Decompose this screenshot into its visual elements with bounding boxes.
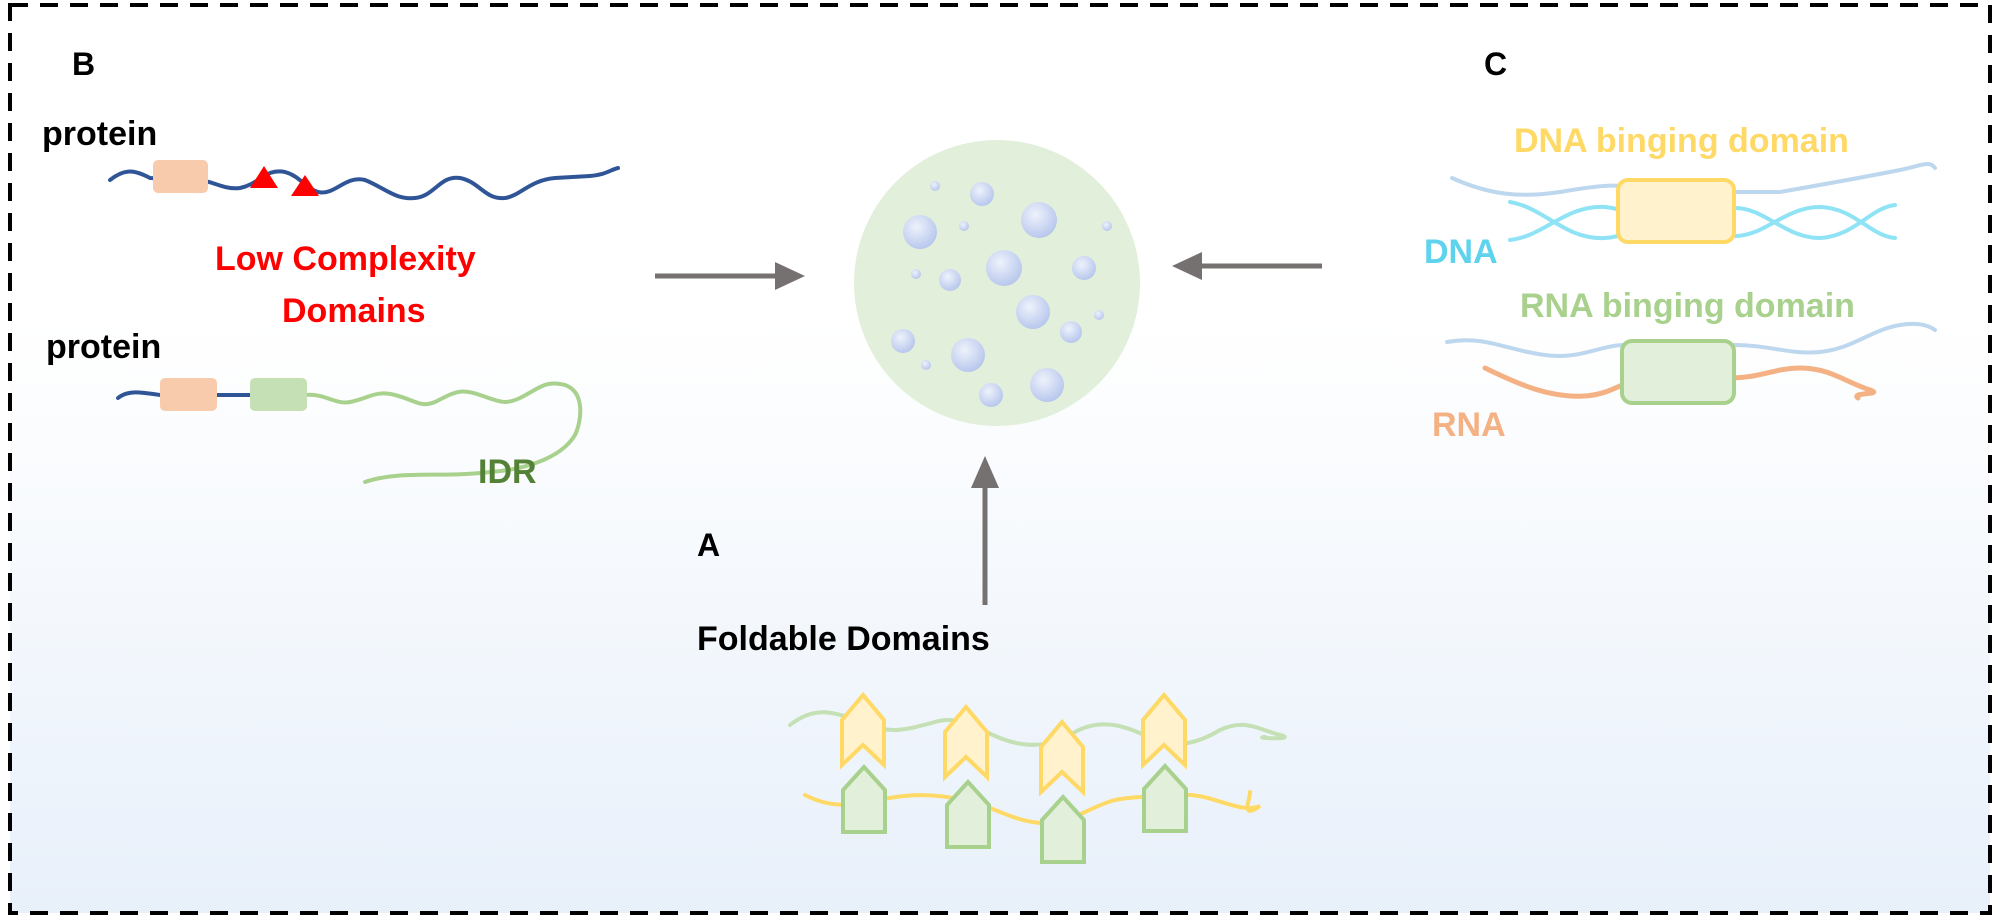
idr-chain [303, 381, 583, 484]
arrow-c-to-droplet [1172, 252, 1322, 280]
panel-a-letter: A [697, 527, 720, 563]
panel-c: C DNA binging domain DNA RNA binging dom… [1424, 46, 1937, 444]
lcd-label-line-2: Domains [282, 292, 426, 330]
motif-triangle-2 [291, 175, 319, 196]
arrow-a-to-droplet [971, 456, 999, 605]
protein-label-top: protein [42, 115, 157, 153]
rna-outer-strand [1445, 321, 1937, 358]
protein-label-bottom: protein [46, 328, 161, 366]
arrow-b-to-droplet [655, 262, 805, 290]
foldable-domains-title: Foldable Domains [697, 620, 990, 658]
dna-binding-domain-label: DNA binging domain [1514, 122, 1849, 160]
panel-c-letter: C [1484, 46, 1507, 82]
motif-triangle-1 [250, 166, 278, 188]
droplet-bubbles [891, 181, 1112, 407]
rna-binding-domain-box [1620, 339, 1736, 405]
panel-a: A Foldable Domains [697, 527, 1287, 864]
foldable-strand-green [788, 710, 1287, 747]
lcd-label-line-1: Low Complexity [215, 240, 476, 278]
panel-b-letter: B [72, 46, 95, 82]
condensate-droplet [854, 140, 1140, 426]
rna-binding-domain-label: RNA binging domain [1520, 287, 1855, 325]
panel-b: B protein Low Complexity Domains protein… [42, 46, 620, 491]
foldable-green-houses [841, 763, 1188, 864]
idr-label: IDR [478, 453, 537, 491]
salmon-domain-top [153, 160, 208, 193]
rna-strand [1482, 365, 1876, 401]
salmon-domain-bottom [160, 378, 217, 411]
foldable-yellow-chevrons [840, 691, 1187, 797]
dna-helix-strand-4 [1733, 204, 1897, 240]
dna-binding-domain-box [1616, 178, 1736, 244]
green-domain-bottom [250, 378, 307, 411]
dna-label: DNA [1424, 233, 1498, 271]
protein-chain-top [108, 166, 620, 201]
dna-helix-strand-3 [1733, 203, 1897, 241]
protein-chain-bottom [116, 390, 257, 400]
rna-label: RNA [1432, 406, 1506, 444]
dashed-border [8, 3, 1992, 915]
